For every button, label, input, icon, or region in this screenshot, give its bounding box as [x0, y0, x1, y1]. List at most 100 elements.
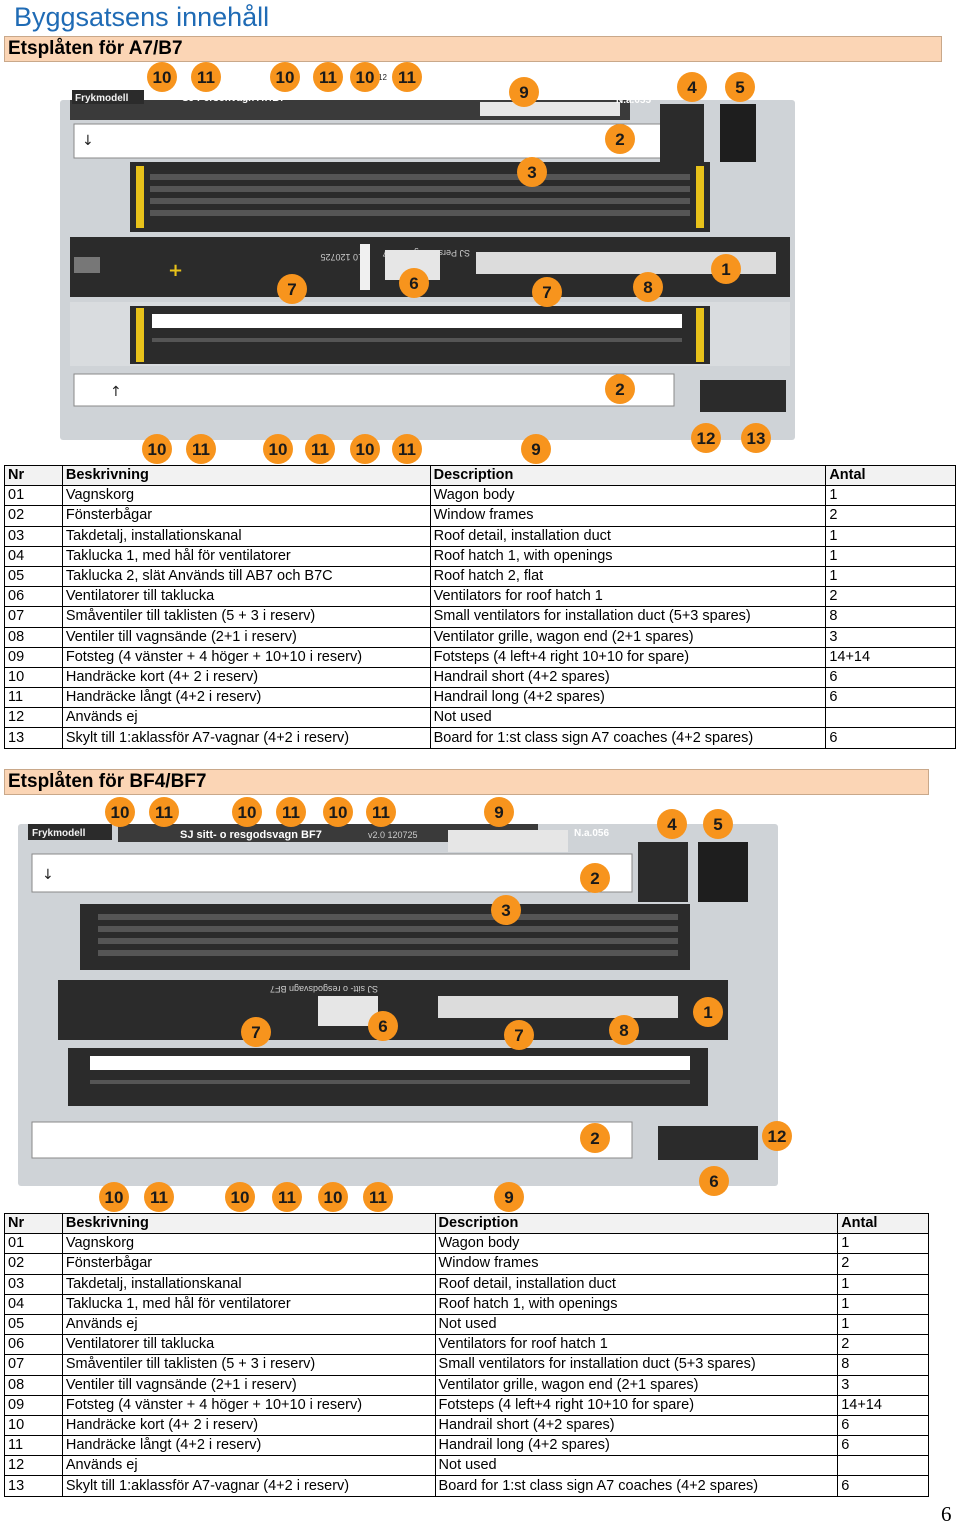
section-heading-a7b7: Etsplåten för A7/B7 [4, 36, 942, 62]
part-number-badge [277, 274, 307, 304]
etch-fret-a7b7: Frykmodell SJ Personvagn A7/B7 12 N.a.05… [60, 62, 795, 464]
column-header: Description [429, 464, 827, 487]
part-number-badge [725, 72, 755, 102]
part-number-label: 10 [269, 440, 288, 459]
table-cell: 2 [837, 1253, 929, 1275]
part-number-label: 3 [527, 163, 536, 182]
part-number-badge [484, 797, 514, 827]
part-number-badge [272, 1182, 302, 1212]
fret-code-1: N.a.055 [616, 95, 651, 106]
table-cell: Small ventilators for installation duct … [434, 1354, 839, 1376]
page-title: Byggsatsens innehåll [14, 2, 270, 32]
table-cell: Används ej [61, 707, 431, 729]
part-number-label: 9 [531, 440, 540, 459]
table-cell: 10 [4, 1414, 63, 1437]
table-cell: Fotsteg (4 vänster + 4 höger + 10+10 i r… [61, 1394, 436, 1416]
table-cell: 10 [4, 666, 63, 689]
part-number-label: 5 [735, 78, 744, 97]
part-number-badge [241, 1017, 271, 1047]
part-number-badge [366, 797, 396, 827]
table-cell: Handräcke kort (4+ 2 i reserv) [61, 666, 431, 689]
column-header: Beskrivning [61, 464, 431, 487]
part-number-label: 11 [372, 803, 390, 822]
table-cell: 11 [4, 687, 63, 709]
part-number-badge [144, 1182, 174, 1212]
table-cell: Fönsterbågar [61, 505, 431, 527]
part-number-label: 2 [615, 130, 624, 149]
table-cell: 14+14 [837, 1394, 929, 1416]
part-number-label: 10 [329, 803, 348, 822]
part-number-badge [232, 797, 262, 827]
part-number-label: 9 [494, 803, 503, 822]
table-cell: Board for 1:st class sign A7 coaches (4+… [434, 1475, 839, 1497]
part-number-badge [699, 1166, 729, 1196]
table-cell: Ventilatorer till taklucka [61, 1334, 436, 1356]
part-number-label: 10 [238, 803, 257, 822]
table-cell: Skylt till 1:aklassför A7-vagnar (4+2 i … [61, 727, 431, 749]
part-number-label: 11 [150, 1188, 168, 1207]
part-number-badge [147, 62, 177, 92]
part-number-badge [609, 1015, 639, 1045]
table-cell: 09 [4, 1394, 63, 1416]
table-cell: Roof hatch 1, with openings [434, 1293, 839, 1315]
table-cell: Roof detail, installation duct [434, 1273, 839, 1295]
part-number-badge [313, 62, 343, 92]
etch-fret-bf4bf7: Frykmodell SJ sitt- o resgodsvagn BF7 v2… [18, 797, 792, 1212]
table-cell: Taklucka 1, med hål för ventilatorer [61, 1293, 436, 1315]
table-cell: 08 [4, 1374, 63, 1396]
mirror-version-1: v2.0 120725 [320, 252, 370, 262]
table-cell: Handrail long (4+2 spares) [434, 1435, 839, 1457]
table-cell: Handräcke kort (4+ 2 i reserv) [61, 1414, 436, 1437]
part-number-label: 4 [667, 815, 677, 834]
fret-version-2: v2.0 120725 [368, 830, 418, 840]
table-cell: Ventilators for roof hatch 1 [429, 586, 827, 608]
table-cell: 1 [837, 1313, 929, 1336]
table-cell: Ventiler till vagnsände (2+1 i reserv) [61, 1374, 436, 1396]
table-cell: 8 [825, 606, 956, 628]
part-number-badge [605, 124, 635, 154]
table-cell: 08 [4, 626, 63, 648]
part-number-badge [677, 72, 707, 102]
part-number-badge [517, 157, 547, 187]
part-number-badge [323, 797, 353, 827]
table-cell: Fotsteg (4 vänster + 4 höger + 10+10 i r… [61, 646, 431, 668]
table-cell: 6 [837, 1475, 929, 1497]
part-number-label: 7 [542, 283, 551, 302]
fret-name-1: SJ Personvagn A7/B7 [182, 93, 285, 104]
part-number-badge [99, 1182, 129, 1212]
table-cell: 3 [825, 626, 956, 648]
table-cell: Window frames [434, 1253, 839, 1275]
part-number-label: 8 [643, 278, 652, 297]
part-number-badge [580, 863, 610, 893]
table-cell: Board for 1:st class sign A7 coaches (4+… [429, 727, 827, 749]
part-number-badge [399, 268, 429, 298]
table-cell: 1 [825, 545, 956, 567]
table-cell: 02 [4, 1253, 63, 1275]
part-number-label: 11 [197, 68, 215, 87]
table-cell: 07 [4, 1354, 63, 1376]
part-number-label: 2 [590, 1129, 599, 1148]
table-cell: 03 [4, 1273, 63, 1295]
table-cell: Skylt till 1:aklassför A7-vagnar (4+2 i … [61, 1475, 436, 1497]
table-cell: Fönsterbågar [61, 1253, 436, 1275]
table-cell: 01 [4, 485, 63, 507]
page-number: 6 [941, 1502, 952, 1526]
table-cell: Roof hatch 2, flat [429, 565, 827, 588]
table-cell: 06 [4, 1334, 63, 1356]
part-number-badge [693, 997, 723, 1027]
table-cell: 07 [4, 606, 63, 628]
table-cell: 2 [837, 1334, 929, 1356]
table-cell: 05 [4, 565, 63, 588]
table-cell: Handräcke långt (4+2 i reserv) [61, 1435, 436, 1457]
table-cell: 02 [4, 505, 63, 527]
part-number-label: 6 [378, 1017, 387, 1036]
table-cell: Wagon body [434, 1233, 839, 1255]
